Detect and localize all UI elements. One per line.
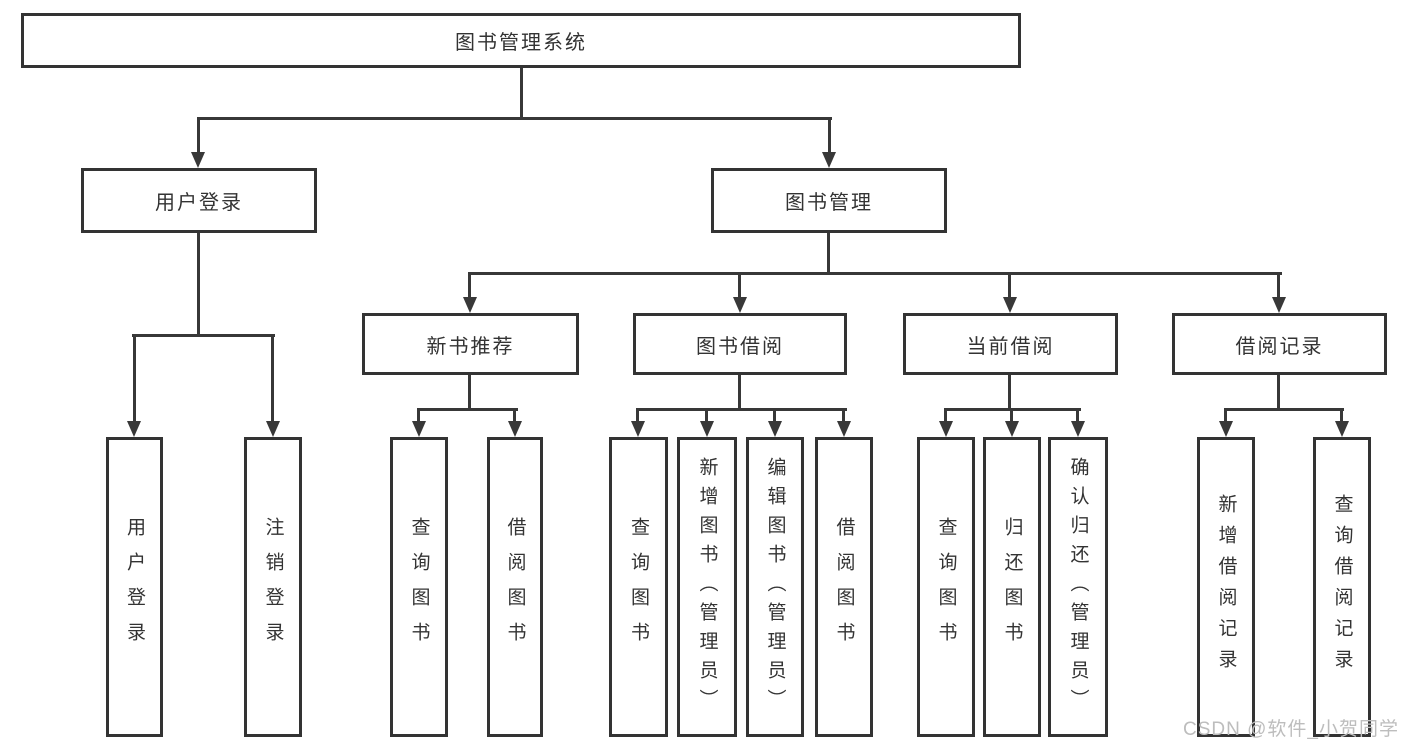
leaf-label: 查询图书 (408, 517, 430, 657)
arrow-down-icon (1005, 421, 1019, 437)
connector-line (944, 408, 947, 423)
leaf-add-book-admin: 新增图书（管理员） (677, 437, 737, 737)
leaf-label: 查询图书 (935, 517, 957, 657)
node-root-label: 图书管理系统 (455, 32, 587, 54)
connector-line (271, 334, 274, 423)
leaf-label: 借阅图书 (833, 517, 855, 657)
node-label: 图书借阅 (696, 335, 784, 358)
connector-line (1008, 272, 1011, 299)
connector-line (842, 408, 845, 423)
connector-line (1340, 408, 1343, 423)
connector-line (1224, 408, 1344, 411)
connector-line (1277, 272, 1280, 299)
node-label: 借阅记录 (1235, 335, 1324, 358)
connector-line (132, 334, 275, 337)
connector-line (197, 117, 832, 120)
arrow-down-icon (1071, 421, 1085, 437)
node-label: 用户登录 (155, 192, 243, 214)
connector-line (417, 408, 420, 423)
leaf-query-borrow-record: 查询借阅记录 (1313, 437, 1371, 737)
connector-line (468, 272, 471, 299)
node-new-book-recommend: 新书推荐 (362, 313, 579, 375)
leaf-label: 用户登录 (124, 517, 145, 657)
connector-line (705, 408, 708, 423)
connector-line (197, 233, 200, 336)
arrow-down-icon (733, 297, 747, 313)
arrow-down-icon (631, 421, 645, 437)
connector-line (468, 375, 471, 411)
node-book-borrow: 图书借阅 (633, 313, 847, 375)
arrow-down-icon (1272, 297, 1286, 313)
leaf-label: 确认归还（管理员） (1067, 456, 1089, 718)
arrow-down-icon (822, 152, 836, 168)
node-borrow-record: 借阅记录 (1172, 313, 1387, 375)
leaf-label: 编辑图书（管理员） (764, 456, 786, 718)
connector-line (1010, 408, 1013, 423)
leaf-logout: 注销登录 (244, 437, 302, 737)
connector-line (1277, 375, 1280, 411)
leaf-label: 查询图书 (628, 517, 649, 657)
leaf-add-borrow-record: 新增借阅记录 (1197, 437, 1255, 737)
node-user-login: 用户登录 (81, 168, 317, 233)
arrow-down-icon (508, 421, 522, 437)
connector-line (827, 233, 830, 275)
leaf-user-login: 用户登录 (106, 437, 163, 737)
node-root: 图书管理系统 (21, 13, 1021, 68)
connector-line (133, 334, 136, 423)
leaf-query-book-2: 查询图书 (609, 437, 668, 737)
arrow-down-icon (768, 421, 782, 437)
connector-line (520, 68, 523, 118)
arrow-down-icon (266, 421, 280, 437)
node-label: 图书管理 (785, 192, 873, 214)
leaf-label: 借阅图书 (504, 517, 526, 657)
connector-line (828, 117, 831, 153)
connector-line (738, 272, 741, 299)
leaf-label: 新增图书（管理员） (696, 456, 718, 718)
arrow-down-icon (463, 297, 477, 313)
leaf-label: 归还图书 (1001, 517, 1023, 657)
connector-line (468, 272, 1282, 275)
connector-line (417, 408, 518, 411)
connector-line (773, 408, 776, 423)
leaf-borrow-book-2: 借阅图书 (815, 437, 873, 737)
leaf-edit-book-admin: 编辑图书（管理员） (746, 437, 804, 737)
node-label: 新书推荐 (426, 335, 515, 358)
arrow-down-icon (1003, 297, 1017, 313)
leaf-query-book-3: 查询图书 (917, 437, 975, 737)
connector-line (513, 408, 516, 423)
leaf-return-book: 归还图书 (983, 437, 1041, 737)
leaf-label: 新增借阅记录 (1215, 494, 1237, 680)
connector-line (1076, 408, 1079, 423)
connector-line (738, 375, 741, 411)
node-label: 当前借阅 (966, 335, 1055, 358)
connector-line (636, 408, 639, 423)
arrow-down-icon (837, 421, 851, 437)
csdn-watermark: CSDN @软件_小贺同学 (1183, 719, 1399, 740)
leaf-query-book-1: 查询图书 (390, 437, 448, 737)
connector-line (197, 117, 200, 153)
leaf-label: 查询借阅记录 (1331, 494, 1353, 680)
connector-line (1224, 408, 1227, 423)
arrow-down-icon (939, 421, 953, 437)
connector-line (636, 408, 847, 411)
leaf-label: 注销登录 (262, 517, 284, 657)
arrow-down-icon (1219, 421, 1233, 437)
arrow-down-icon (191, 152, 205, 168)
node-current-borrow: 当前借阅 (903, 313, 1118, 375)
leaf-confirm-return-admin: 确认归还（管理员） (1048, 437, 1108, 737)
arrow-down-icon (1335, 421, 1349, 437)
leaf-borrow-book-1: 借阅图书 (487, 437, 543, 737)
connector-line (1008, 375, 1011, 411)
arrow-down-icon (700, 421, 714, 437)
node-book-management: 图书管理 (711, 168, 947, 233)
arrow-down-icon (412, 421, 426, 437)
arrow-down-icon (127, 421, 141, 437)
